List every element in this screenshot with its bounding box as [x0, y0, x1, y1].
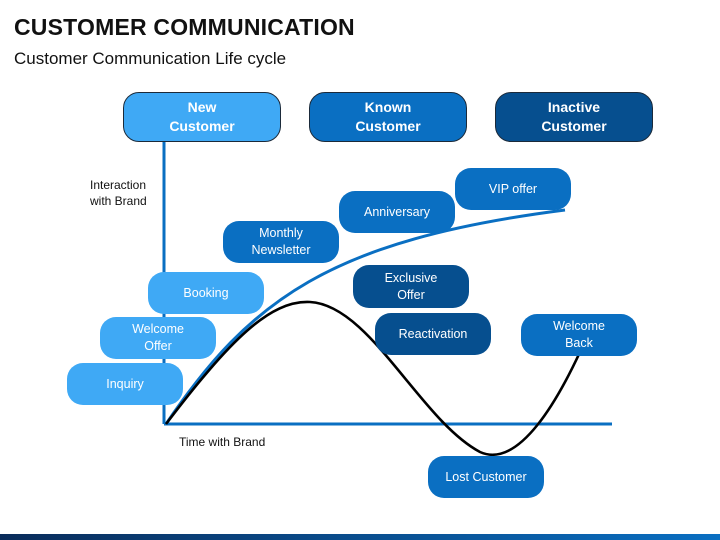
stage-welcome-offer: Welcome Offer [100, 317, 216, 359]
footer-bar [0, 534, 720, 540]
stage-monthly-newsletter: Monthly Newsletter [223, 221, 339, 263]
phase-new-customer: New Customer [123, 92, 281, 142]
lifecycle-curve [164, 300, 582, 456]
page-title: CUSTOMER COMMUNICATION [14, 14, 355, 40]
y-axis-label: Interaction with Brand [90, 178, 147, 208]
phase-inactive-customer: Inactive Customer [495, 92, 653, 142]
x-axis-label: Time with Brand [179, 435, 266, 449]
stage-anniversary: Anniversary [339, 191, 455, 233]
stage-welcome-back: Welcome Back [521, 314, 637, 356]
stage-reactivation: Reactivation [375, 313, 491, 355]
phase-known-customer: Known Customer [309, 92, 467, 142]
stage-booking: Booking [148, 272, 264, 314]
stage-exclusive-offer: Exclusive Offer [353, 265, 469, 308]
page-subtitle: Customer Communication Life cycle [14, 49, 287, 68]
engagement-curve [164, 208, 566, 425]
stage-inquiry: Inquiry [67, 363, 183, 405]
stage-vip-offer: VIP offer [455, 168, 571, 210]
stage-lost-customer: Lost Customer [428, 456, 544, 498]
